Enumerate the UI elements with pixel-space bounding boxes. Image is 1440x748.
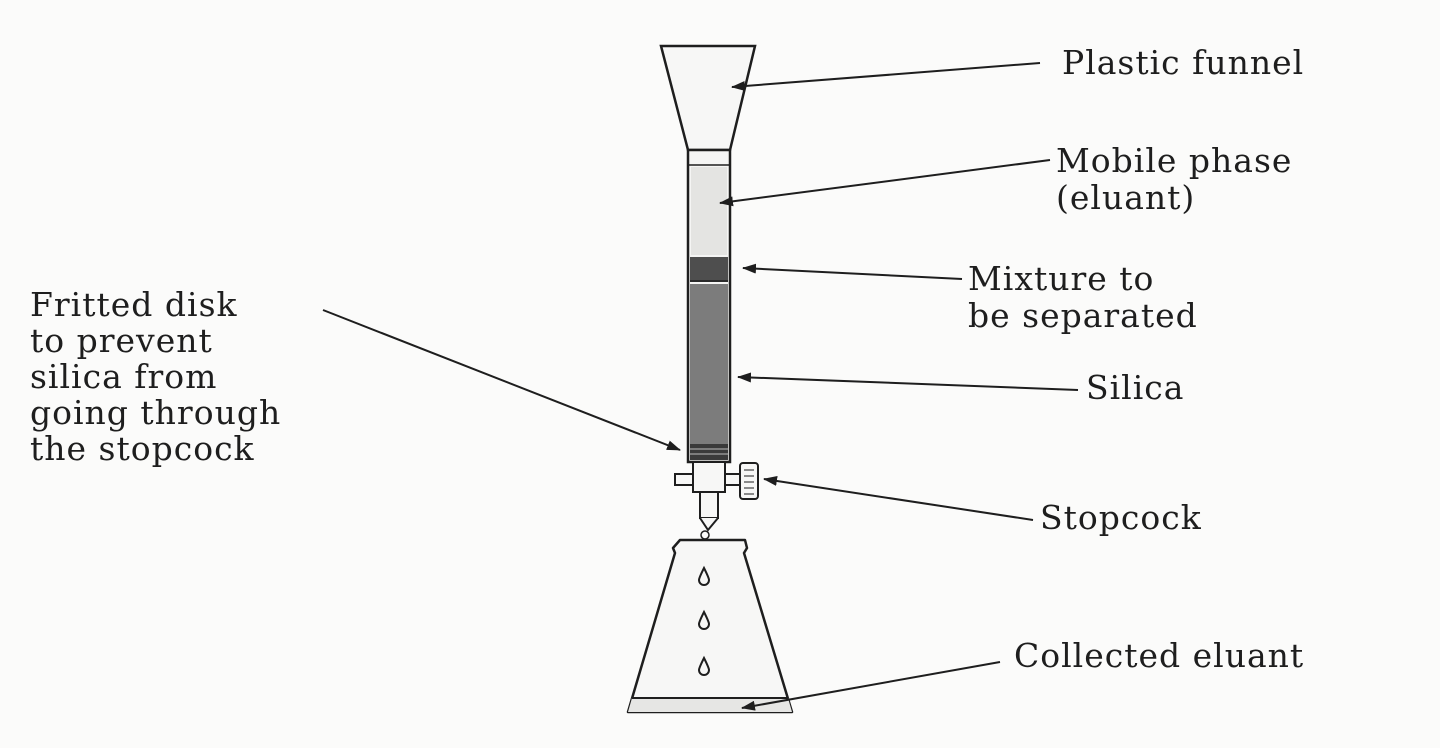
label-mobile-phase-line-1: Mobile phase [1056, 141, 1293, 180]
silica-layer [690, 284, 728, 444]
label-fritted-disk: Fritted disk to prevent silica from goin… [30, 287, 281, 467]
label-stopcock: Stopcock [1040, 499, 1202, 536]
leader-arrows [322, 62, 1079, 711]
arrow-plastic-funnel [731, 62, 1041, 91]
arrow-stopcock [763, 476, 1034, 521]
arrow-mixture [742, 263, 963, 280]
arrow-mobile-phase [719, 159, 1051, 207]
label-fritted-disk-line-3: silica from [30, 357, 218, 396]
label-plastic-funnel: Plastic funnel [1062, 44, 1304, 81]
label-stopcock-text: Stopcock [1040, 498, 1202, 537]
arrow-silica [737, 372, 1079, 391]
label-mixture: Mixture to be separated [968, 260, 1198, 334]
fritted-disk [690, 444, 728, 460]
label-collected-eluant-text: Collected eluant [1014, 636, 1305, 675]
label-fritted-disk-line-1: Fritted disk [30, 285, 238, 324]
label-fritted-disk-line-5: the stopcock [30, 429, 255, 468]
eluant-droplets [697, 565, 711, 676]
label-mobile-phase: Mobile phase (eluant) [1056, 142, 1292, 216]
stopcock [674, 461, 759, 540]
label-fritted-disk-line-4: going through [30, 393, 282, 432]
arrow-fritted-disk [322, 309, 681, 451]
mixture-band [690, 257, 728, 281]
label-silica-text: Silica [1086, 368, 1185, 407]
label-collected-eluant: Collected eluant [1014, 637, 1304, 674]
mobile-phase-layer [691, 167, 727, 255]
collecting-flask [626, 538, 794, 714]
label-fritted-disk-line-2: to prevent [30, 321, 213, 360]
label-mixture-line-1: Mixture to [968, 259, 1155, 298]
arrow-collected-eluant [741, 661, 1001, 711]
label-mobile-phase-line-2: (eluant) [1056, 178, 1196, 217]
label-plastic-funnel-text: Plastic funnel [1062, 43, 1305, 82]
label-silica: Silica [1086, 369, 1184, 406]
label-mixture-line-2: be separated [968, 296, 1198, 335]
plastic-funnel [659, 44, 757, 152]
